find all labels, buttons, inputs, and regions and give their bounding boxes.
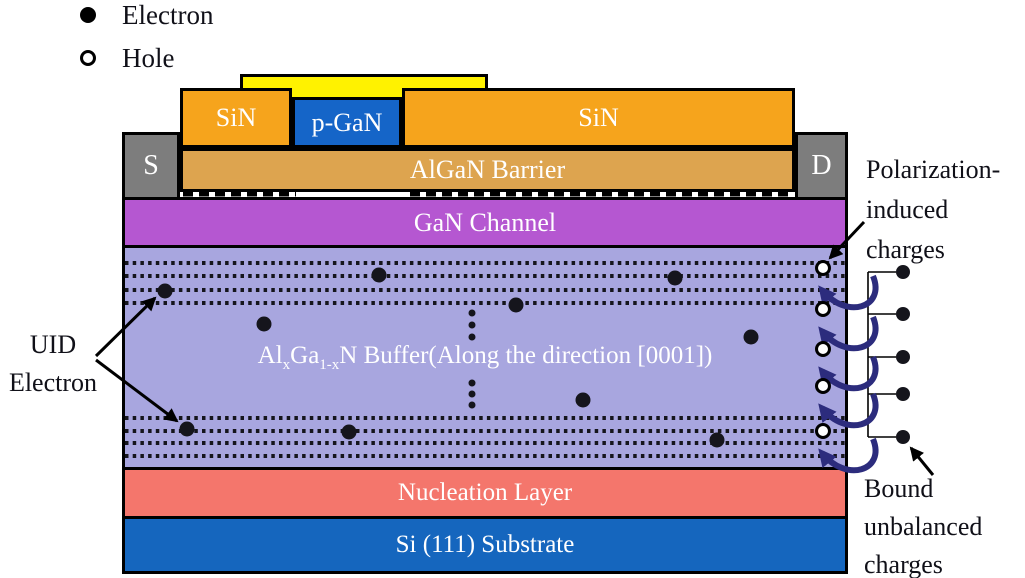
uid-electron-note: UID Electron (0, 326, 106, 402)
bound-electron-dot (896, 387, 910, 401)
source-contact: S (122, 132, 180, 200)
buffer-formula-label: AlxGa1-xN Buffer(Along the direction [00… (258, 342, 713, 374)
bound-electron-dot (896, 307, 910, 321)
electron-dot-icon (80, 7, 96, 23)
polarization-charges-note: Polarization- induced charges (866, 150, 1024, 270)
legend: Electron Hole (80, 0, 213, 86)
buffer-formula-sub-x: x (282, 356, 291, 373)
algan-barrier-layer: AlGaN Barrier (180, 148, 795, 192)
substrate-layer: Si (111) Substrate (122, 516, 848, 574)
bound-note-line1: Bound (864, 474, 934, 503)
nucleation-label: Nucleation Layer (397, 479, 573, 506)
sin-right-layer: SiN (402, 88, 795, 148)
legend-item-electron: Electron (80, 0, 213, 30)
legend-item-hole: Hole (80, 43, 213, 73)
pol-note-line3: charges (866, 235, 945, 264)
buffer-formula-sub-1mx: 1-x (319, 356, 340, 373)
buffer-formula-al: Al (257, 341, 283, 369)
bound-note-line2: unbalanced (864, 512, 983, 541)
p-gan-layer: p-GaN (292, 97, 402, 148)
drain-contact-label: D (811, 150, 832, 181)
uid-note-line2: Electron (8, 368, 98, 397)
source-contact-label: S (143, 150, 159, 181)
sin-left-layer: SiN (180, 88, 292, 148)
drain-contact: D (795, 132, 848, 200)
nucleation-layer: Nucleation Layer (122, 467, 848, 519)
uid-note-line1: UID (29, 330, 77, 359)
buffer-formula-ga: Ga (290, 341, 320, 369)
algan-barrier-label: AlGaN Barrier (409, 155, 566, 184)
bound-electron-dot (896, 430, 910, 444)
legend-label-electron: Electron (122, 0, 214, 30)
sin-right-label: SiN (578, 103, 619, 132)
pol-note-line2: induced (866, 195, 949, 224)
buffer-layer: AlxGa1-xN Buffer(Along the direction [00… (122, 245, 848, 470)
buffer-formula-rest: N Buffer(Along the direction [0001]) (339, 341, 713, 369)
gan-channel-label: GaN Channel (413, 207, 557, 237)
bound-charges-note: Bound unbalanced charges (864, 470, 1024, 578)
legend-label-hole: Hole (122, 42, 175, 73)
bound-note-line3: charges (864, 550, 943, 578)
pol-note-line1: Polarization- (866, 155, 1001, 184)
sin-left-label: SiN (215, 103, 257, 132)
bound-electron-dot (896, 350, 910, 364)
gan-channel-layer: GaN Channel (122, 197, 848, 248)
hole-dot-icon (80, 50, 96, 66)
p-gan-label: p-GaN (311, 107, 383, 137)
substrate-label: Si (111) Substrate (395, 531, 575, 558)
